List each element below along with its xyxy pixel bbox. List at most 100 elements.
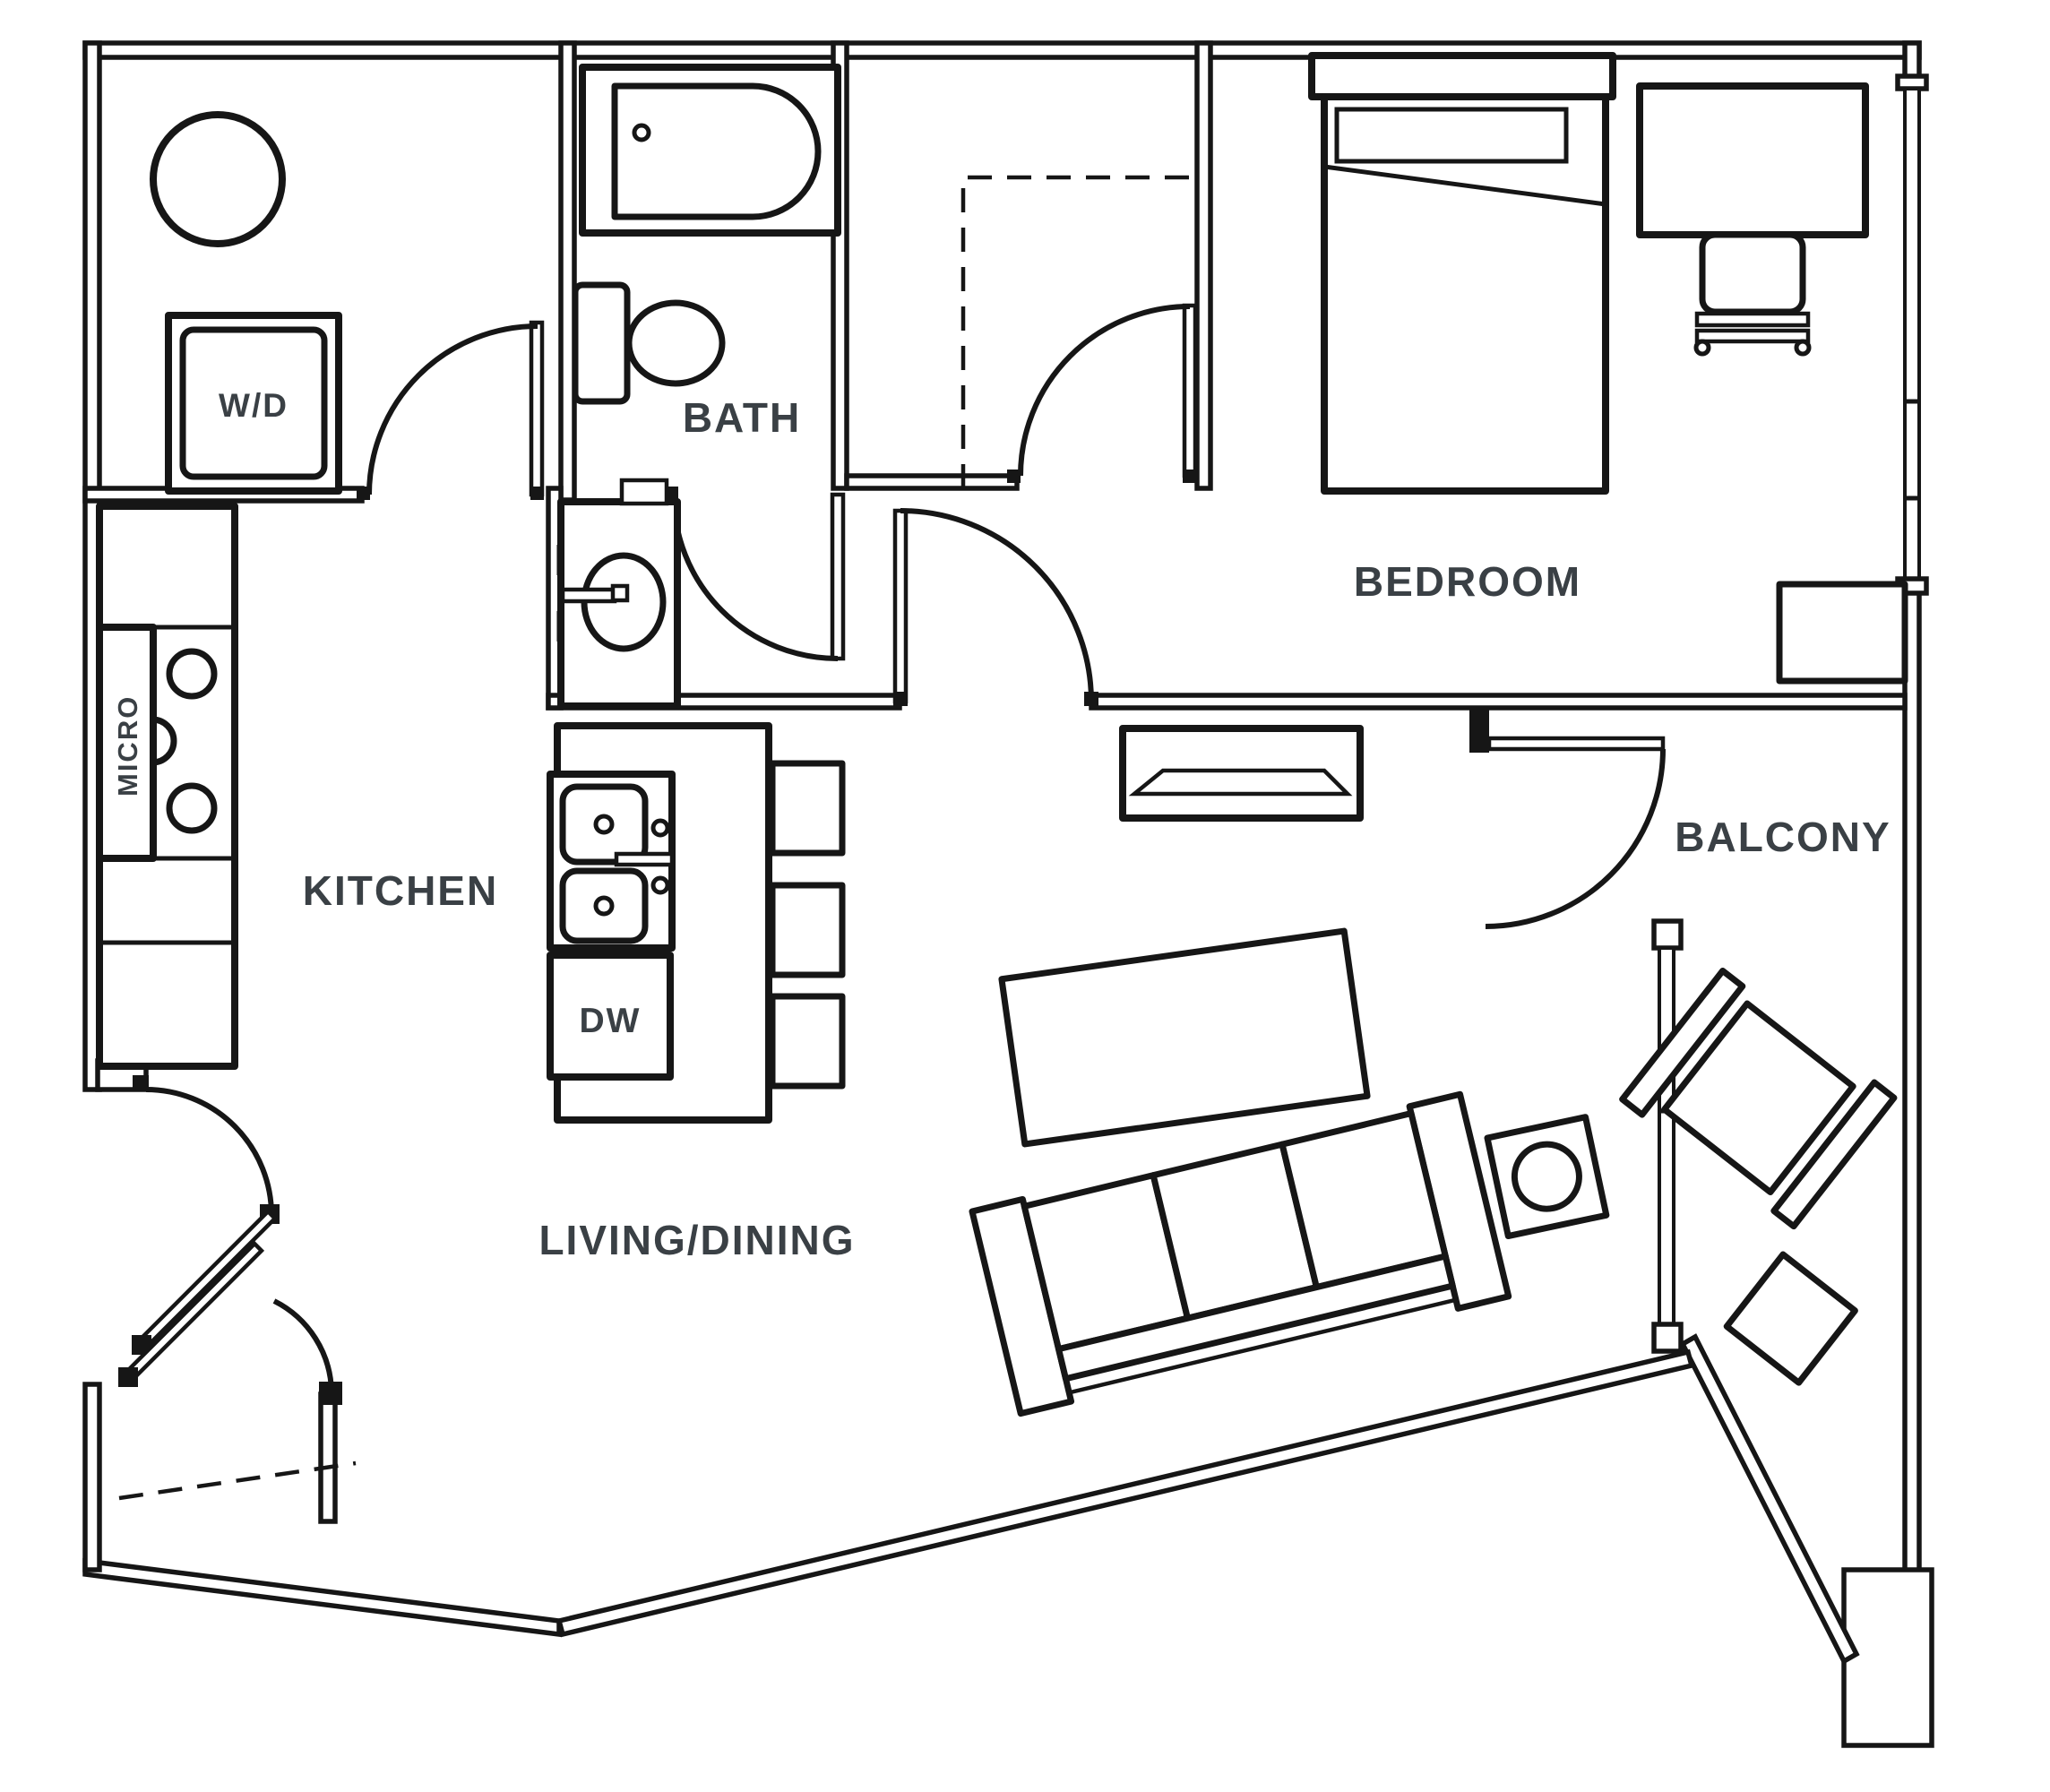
dishwasher: DW: [547, 952, 674, 1081]
dishwasher-label: DW: [580, 1002, 642, 1040]
bathtub: [579, 64, 841, 237]
washer-dryer-unit: W/D: [165, 312, 342, 495]
burner: [166, 782, 218, 834]
faucet-tap: [650, 818, 670, 838]
door-leaf: [529, 320, 545, 497]
vanity-sink: [556, 478, 681, 710]
wall-closet-bedroom: [1194, 40, 1213, 491]
sink-drain: [593, 814, 615, 835]
door-jamb: [319, 1382, 342, 1405]
bar-stools: [769, 760, 846, 1090]
washer-dryer-inner: [179, 326, 328, 480]
door-jamb: [530, 487, 544, 500]
closet-door: [1007, 303, 1198, 483]
wall-laundry-bath: [558, 40, 577, 503]
chair-back: [1694, 311, 1811, 328]
wall-closet-bottom: [844, 473, 1020, 491]
bedroom-window: [1895, 73, 1929, 596]
sofa-backrest: [1055, 1253, 1456, 1383]
walk-in-closet-outline: [960, 175, 1193, 488]
balcony-table: [1723, 1251, 1858, 1386]
entry-door: [118, 1075, 342, 1405]
entry-door-leaf-open: [134, 1208, 279, 1352]
chair-rail: [1770, 1079, 1898, 1230]
table-lamp: [1511, 1141, 1582, 1212]
door-swing-arc: [1485, 748, 1666, 929]
table-top: [998, 927, 1371, 1148]
bed-sheet-fold: [1323, 164, 1606, 207]
door-jamb: [893, 692, 908, 706]
vanity-ledge: [619, 478, 669, 506]
tv-screen: [1128, 768, 1353, 797]
window-sill-block-bottom: [1651, 1322, 1684, 1354]
side-table-lamp: [1484, 1114, 1610, 1240]
washer-dryer-label: W/D: [219, 387, 289, 424]
door-leaf: [892, 508, 909, 704]
bathtub-basin: [611, 82, 822, 220]
bedroom-door: [892, 508, 1098, 706]
sink-basin: [559, 783, 649, 866]
desk-chair: [1693, 231, 1812, 357]
door-leaf: [1182, 303, 1198, 478]
kitchen-label: KITCHEN: [303, 867, 498, 914]
door-hinge: [133, 1075, 149, 1091]
door-swing-arc: [1018, 304, 1191, 477]
door-jamb: [1183, 470, 1196, 483]
bed: [1308, 52, 1616, 495]
faucet-tap: [650, 875, 670, 895]
kitchen-counter: MICRO: [96, 503, 238, 1070]
chair-seat: [1661, 1000, 1856, 1196]
bed-headboard: [1308, 52, 1616, 100]
chair-rail: [1619, 967, 1746, 1118]
balcony-door: [1469, 708, 1666, 929]
bath-door: [665, 487, 846, 661]
tv-console: [1119, 725, 1364, 822]
door-hinge: [118, 1367, 138, 1387]
bar-stool: [769, 993, 846, 1090]
wall-top: [82, 40, 1922, 60]
wall-balcony-angled: [1679, 1333, 1860, 1665]
door-swing-arc: [366, 323, 538, 495]
balcony-lounge-chair: [1619, 967, 1898, 1230]
door-swing-arc: [900, 508, 1094, 702]
bathtub-drain: [632, 123, 651, 142]
chair-seat: [1699, 231, 1806, 315]
entry-closet-outline: [118, 1460, 357, 1501]
wall-right-lower: [1902, 582, 1922, 1580]
burner: [166, 648, 218, 700]
bedroom-label: BEDROOM: [1354, 558, 1581, 605]
door-jamb: [1007, 470, 1021, 483]
range-burners: [96, 624, 218, 862]
wall-bottom-west: [82, 1557, 562, 1638]
toilet-bowl: [625, 299, 726, 387]
wall-bedroom-south: [1089, 693, 1908, 711]
door-leaf: [830, 492, 846, 661]
vanity-faucet-handle: [610, 583, 630, 603]
wall-bottom-east: [556, 1348, 1695, 1638]
bed-mattress: [1321, 93, 1609, 495]
sink-drain: [593, 895, 615, 917]
dining-table: [998, 927, 1371, 1148]
entry-swing-arc-inner: [145, 1087, 274, 1216]
chair-back: [1694, 328, 1811, 344]
window-sill-block-top: [1651, 918, 1684, 951]
laundry-door: [357, 320, 545, 500]
interior-walls: [82, 40, 1908, 711]
toilet: [572, 281, 726, 405]
balcony-label: BALCONY: [1675, 814, 1891, 860]
window-glass: [1658, 946, 1675, 1326]
wall-vestibule-left: [82, 1382, 102, 1572]
vanity-faucet: [560, 587, 617, 604]
door-jamb: [1084, 692, 1098, 706]
window-cap-top: [1895, 73, 1929, 91]
entry-door-leaf: [121, 1240, 265, 1384]
sink-basin: [559, 867, 649, 944]
kitchen-island: DW: [547, 722, 772, 1124]
living-dining-label: LIVING/DINING: [538, 1217, 855, 1263]
wall-corner-post: [1841, 1567, 1934, 1748]
door-hinge-block: [1469, 708, 1489, 753]
entry-swing-arc-outer: [272, 1298, 334, 1392]
window-glass: [1903, 87, 1921, 581]
